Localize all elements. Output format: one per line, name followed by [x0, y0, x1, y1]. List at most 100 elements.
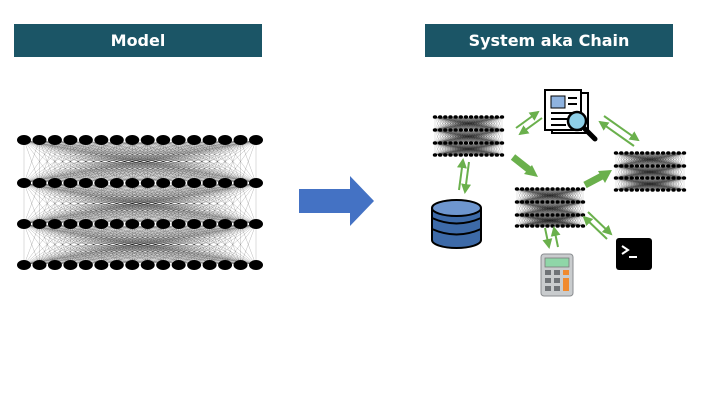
neuron-node [437, 141, 443, 145]
connection-edge [631, 152, 685, 167]
connection-edge [54, 223, 257, 266]
neuron-node [468, 128, 474, 132]
connection-edge [116, 223, 257, 266]
neuron-node [514, 200, 520, 204]
connection-edge [668, 177, 685, 191]
flow-arrow-2 [583, 172, 604, 189]
connection-edge [636, 177, 685, 191]
neuron-node [463, 128, 469, 132]
connection-edge [434, 116, 472, 131]
neuron-node [575, 200, 581, 204]
neuron-node [47, 178, 62, 188]
neuron-node [681, 188, 687, 192]
connection-edge [516, 214, 558, 227]
connection-edge [516, 188, 548, 203]
neuron-node [550, 224, 555, 228]
connection-edge [615, 177, 627, 191]
connection-edge [434, 129, 492, 144]
neuron-node [619, 188, 624, 192]
connection-edge [23, 139, 133, 184]
connection-edge [642, 152, 685, 167]
neuron-node [468, 153, 474, 157]
neuron-node [156, 219, 171, 229]
connection-edge [631, 165, 685, 179]
connection-edge [23, 223, 117, 266]
connection-edge [476, 116, 503, 131]
neuron-node [443, 141, 448, 145]
connection-edge [567, 214, 584, 227]
connection-edge [516, 214, 563, 227]
connection-edge [434, 116, 477, 131]
connection-edge [615, 165, 669, 179]
neuron-node [448, 128, 453, 132]
chain-model-node-3 [613, 151, 687, 192]
connection-edge [240, 139, 257, 184]
connection-edge [476, 142, 503, 156]
neuron-node [140, 219, 155, 229]
connection-edge [615, 165, 622, 179]
connection-edge [23, 139, 179, 184]
neuron-node [624, 151, 629, 155]
neuron-node [619, 151, 624, 155]
connection-edge [434, 142, 472, 156]
connection-edge [23, 139, 195, 184]
neuron-node [550, 187, 555, 191]
connection-edge [481, 142, 503, 156]
neuron-node [570, 187, 576, 191]
neuron-node [17, 178, 31, 188]
connection-edge [23, 139, 241, 184]
connection-edge [537, 188, 584, 203]
connection-edge [23, 182, 257, 225]
connection-edge [516, 188, 543, 203]
neuron-node [580, 200, 586, 204]
neuron-node [639, 164, 645, 168]
neuron-node [530, 213, 535, 217]
neuron-node [109, 260, 124, 270]
connection-edge [532, 201, 584, 216]
connection-edge [434, 142, 487, 156]
connection-edge [537, 214, 584, 227]
connection-edge [209, 223, 257, 266]
connection-edge [434, 116, 456, 131]
neuron-node [613, 176, 619, 180]
connection-edge [657, 152, 685, 167]
connection-edge [23, 139, 210, 184]
neuron-node [560, 224, 565, 228]
connection-edge [615, 177, 658, 191]
neuron-node [565, 224, 570, 228]
calculator-icon [540, 253, 574, 297]
connection-edge [516, 188, 573, 203]
neuron-node [463, 153, 469, 157]
neuron-node [171, 219, 186, 229]
connection-edge [450, 129, 503, 144]
connection-edge [85, 139, 257, 184]
neuron-node [676, 188, 681, 192]
neuron-node [17, 260, 31, 270]
connection-edge [23, 139, 117, 184]
neuron-node [660, 151, 666, 155]
connection-edge [652, 177, 685, 191]
connection-edge [615, 152, 685, 167]
neuron-node [484, 141, 489, 145]
connection-edge [440, 142, 503, 156]
connection-edge [209, 139, 257, 184]
neuron-node [655, 164, 661, 168]
connection-edge [615, 177, 664, 191]
neuron-node [202, 260, 217, 270]
connection-edge [23, 139, 164, 184]
connection-edge [434, 129, 466, 144]
connection-edge [615, 165, 658, 179]
connection-edge [23, 223, 195, 266]
neuron-node [524, 224, 530, 228]
connection-edge [516, 201, 584, 216]
neuron-node [94, 178, 109, 188]
connection-edge [516, 214, 568, 227]
neuron-node [634, 188, 640, 192]
connection-edge [163, 182, 257, 225]
connection-edge [516, 214, 578, 227]
neuron-node [171, 260, 186, 270]
connection-edge [23, 223, 164, 266]
connection-edge [577, 201, 584, 216]
neuron-node [249, 135, 263, 145]
connection-edge [23, 139, 71, 184]
